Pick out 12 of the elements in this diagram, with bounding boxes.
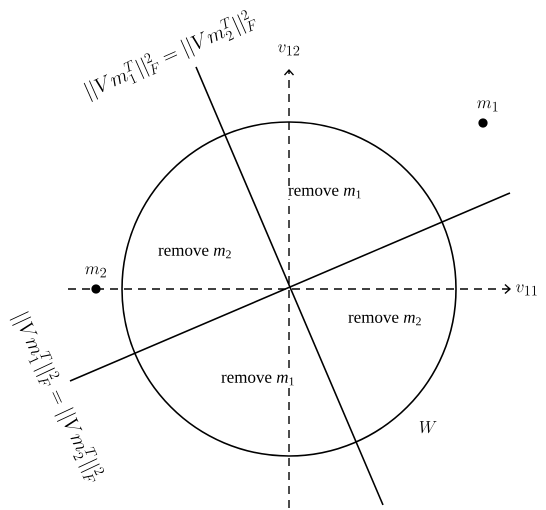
axis-label: $v_{11}$	[516, 284, 537, 296]
region-label: remove m$_{1}$	[287, 186, 363, 200]
point-label: $m_1$	[477, 100, 498, 112]
circle-label: $W$	[420, 421, 437, 434]
point-label: $m_2$	[85, 266, 106, 278]
boundary-label: $||Vm_1^T||_F^2=||Vm_2^T||_F^2$	[84, 10, 256, 102]
axis-label: $v_{12}$	[278, 44, 300, 56]
region-label: remove m$_{1}$	[220, 374, 296, 386]
boundary-label: $||Vm_1^T||_F^2=||Vm_2^T||_F^2$	[10, 311, 104, 482]
region-label: remove m$_{2}$	[157, 246, 233, 260]
region-label: remove m$_{2}$	[347, 314, 423, 326]
circle	[121, 121, 457, 457]
